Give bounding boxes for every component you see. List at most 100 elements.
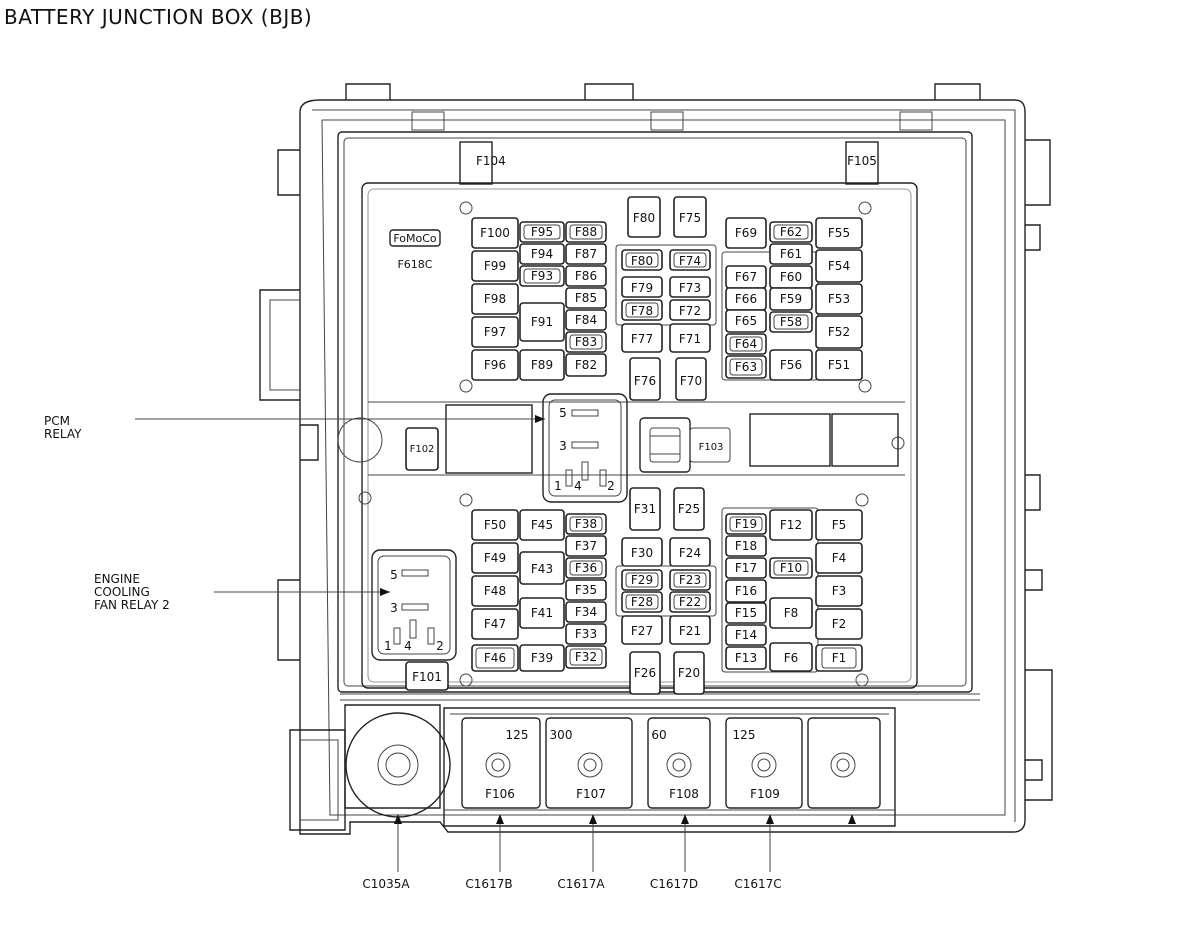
fuse-label: F34	[575, 605, 597, 619]
fuse-label: F5	[832, 518, 847, 532]
fuse-label: F21	[679, 624, 701, 638]
fuse-label: F47	[484, 617, 506, 631]
fuse-label: F30	[631, 546, 653, 560]
fuse-label: F53	[828, 292, 850, 306]
engine-cooling-fan-relay-2	[371, 549, 457, 661]
fuse-label: F22	[679, 595, 701, 609]
fuse-label: F55	[828, 226, 850, 240]
fuse-label: F63	[735, 360, 757, 374]
pcm-relay-arrow	[535, 415, 545, 423]
fuse-f102-body	[405, 427, 439, 471]
fuse-label: F54	[828, 259, 850, 273]
fuse-f108: F108	[669, 787, 699, 801]
fuse-f104: F104	[476, 154, 506, 168]
fuse-label: F80	[633, 211, 655, 225]
fuse-label: F8	[784, 606, 799, 620]
fan-relay-label-line2: COOLING	[94, 585, 150, 599]
fuse-label: F85	[575, 291, 597, 305]
fuse-f106: F106	[485, 787, 515, 801]
fuse-label: F6	[784, 651, 799, 665]
fan-relay-label-line1: ENGINE	[94, 572, 140, 586]
connector-c1617b: C1617B	[465, 877, 512, 891]
pcm-relay-pin-5: 5	[559, 406, 567, 420]
fuse-f105: F105	[847, 154, 877, 168]
fan-relay-pin-5: 5	[390, 568, 398, 582]
fuse-label: F10	[780, 561, 802, 575]
fuse-label: F91	[531, 315, 553, 329]
fuse-label: F97	[484, 325, 506, 339]
fuse-label: F45	[531, 518, 553, 532]
fuse-label: F14	[735, 628, 757, 642]
fuse-f107: F107	[576, 787, 606, 801]
logo-text: FoMoCo	[393, 232, 437, 245]
fuse-label: F65	[735, 314, 757, 328]
fuse-label: F49	[484, 551, 506, 565]
fuse-label: F37	[575, 539, 597, 553]
fomoco-logo	[389, 229, 441, 247]
pcm-relay	[542, 393, 628, 503]
fuse-label: F2	[832, 617, 847, 631]
pcm-relay-pin-4: 4	[574, 479, 582, 493]
fuse-f103-body	[639, 417, 731, 473]
fuse-label: F59	[780, 292, 802, 306]
fuse-label: F58	[780, 315, 802, 329]
fuse-label: F61	[780, 247, 802, 261]
fuse-label: F25	[678, 502, 700, 516]
fuse-label: F86	[575, 269, 597, 283]
fuse-label: F35	[575, 583, 597, 597]
fuse-f101-body	[405, 661, 449, 691]
fuse-label: F64	[735, 337, 757, 351]
fuse-label: F76	[634, 374, 656, 388]
connector-c1617c: C1617C	[734, 877, 781, 891]
f108-rating: 60	[651, 728, 666, 742]
fuse-label: F16	[735, 584, 757, 598]
fuse-label: F62	[780, 225, 802, 239]
fuse-block-top-left	[471, 217, 607, 381]
fuse-label: F72	[679, 304, 701, 318]
fuse-f103: F103	[699, 442, 724, 453]
fuse-f101: F101	[412, 670, 442, 684]
fan-relay-arrow	[380, 588, 390, 596]
fuse-label: F24	[679, 546, 701, 560]
fuse-label: F52	[828, 325, 850, 339]
fuse-label: F77	[631, 332, 653, 346]
fuse-label: F48	[484, 584, 506, 598]
fuse-label: F88	[575, 225, 597, 239]
fuse-f102: F102	[410, 444, 435, 455]
f109-rating: 125	[733, 728, 756, 742]
fuse-label: F43	[531, 562, 553, 576]
fuse-label: F84	[575, 313, 597, 327]
fuse-block-bottom-right	[721, 507, 863, 673]
fuse-label: F19	[735, 517, 757, 531]
fuse-label: F95	[531, 225, 553, 239]
fuse-label: F71	[679, 332, 701, 346]
fuse-label: F31	[634, 502, 656, 516]
fuse-block-bottom-center	[615, 487, 717, 695]
fuse-label: F67	[735, 270, 757, 284]
connector-c1617a: C1617A	[557, 877, 605, 891]
fuse-label: F69	[735, 226, 757, 240]
pcm-relay-pin-3: 3	[559, 439, 567, 453]
fuse-label: F18	[735, 539, 757, 553]
fuse-label: F17	[735, 561, 757, 575]
fuse-label: F33	[575, 627, 597, 641]
fuse-label: F56	[780, 358, 802, 372]
fuse-label: F89	[531, 358, 553, 372]
pcm-relay-pin-1: 1	[554, 479, 562, 493]
fuse-label: F51	[828, 358, 850, 372]
connector-row	[289, 704, 896, 831]
fuse-label: F15	[735, 606, 757, 620]
fuse-block-bottom-left	[471, 509, 607, 672]
fuse-label: F50	[484, 518, 506, 532]
fan-relay-pin-3: 3	[390, 601, 398, 615]
fuse-label: F93	[531, 269, 553, 283]
fuse-label: F87	[575, 247, 597, 261]
fuse-label: F12	[780, 518, 802, 532]
fuse-label: F82	[575, 358, 597, 372]
pcm-relay-pin-2: 2	[607, 479, 615, 493]
fuse-label: F20	[678, 666, 700, 680]
fuse-label: F26	[634, 666, 656, 680]
fuse-label: F41	[531, 606, 553, 620]
part-number: F618C	[397, 258, 432, 271]
